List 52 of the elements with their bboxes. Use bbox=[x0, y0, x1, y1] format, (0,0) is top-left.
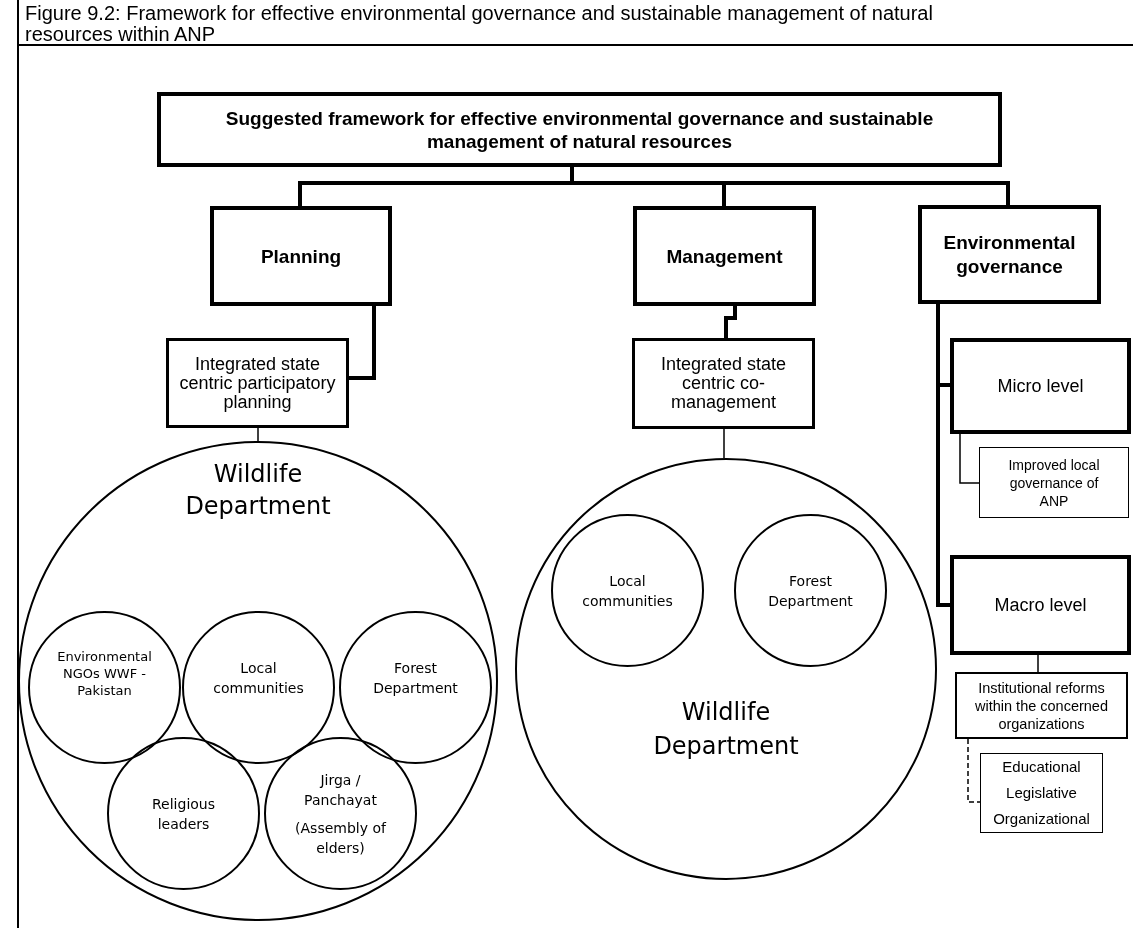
node-label: Improved local governance of ANP bbox=[1007, 455, 1101, 510]
connector-line bbox=[349, 306, 376, 380]
node-label: Environmental governance bbox=[942, 230, 1077, 279]
process-box bbox=[633, 206, 816, 306]
node-label: Environmental NGOs WWF - Pakistan bbox=[56, 648, 153, 699]
node-label: Integrated state centric co-management bbox=[659, 355, 788, 412]
node-label: Religious leaders bbox=[151, 794, 216, 834]
node-label: Forest Department bbox=[372, 658, 459, 698]
connector-line bbox=[570, 167, 1010, 205]
circle bbox=[515, 458, 937, 880]
circle bbox=[734, 514, 887, 667]
connector-line bbox=[724, 306, 737, 338]
circle bbox=[182, 611, 335, 764]
node-label: Integrated state centric participatory planning bbox=[178, 354, 337, 412]
node-label: Educational bbox=[1002, 758, 1081, 776]
process-box bbox=[632, 338, 815, 429]
node-label: Wildlife Department bbox=[184, 459, 332, 522]
circle bbox=[18, 441, 498, 921]
node-label: Jirga / Panchayat bbox=[303, 770, 378, 810]
node-label: Planning bbox=[260, 244, 342, 268]
figure-title: Figure 9.2: Framework for effective environmental governance and sustainable management of natural resources within ANP bbox=[25, 3, 934, 45]
circle bbox=[339, 611, 492, 764]
process-box bbox=[157, 92, 1002, 167]
process-box bbox=[950, 338, 1131, 434]
node-label: Local communities bbox=[581, 571, 674, 611]
node-label: Legislative bbox=[1006, 784, 1077, 802]
node-label: Organizational bbox=[993, 810, 1090, 828]
process-box bbox=[979, 447, 1129, 518]
node-label: (Assembly of elders) bbox=[294, 818, 388, 858]
node-label: Micro level bbox=[997, 375, 1084, 397]
dashed-connector bbox=[967, 738, 981, 803]
connector-line bbox=[959, 433, 980, 484]
circle bbox=[551, 514, 704, 667]
process-box bbox=[955, 672, 1128, 739]
process-box bbox=[210, 206, 392, 306]
connector-line bbox=[1037, 654, 1039, 673]
circle bbox=[264, 737, 417, 890]
process-box bbox=[980, 753, 1103, 833]
node-label: Local communities bbox=[212, 658, 305, 698]
circle bbox=[28, 611, 181, 764]
process-box bbox=[918, 205, 1101, 304]
process-box bbox=[950, 555, 1131, 655]
connector-line bbox=[723, 428, 725, 459]
process-box bbox=[166, 338, 349, 428]
node-label: Suggested framework for effective environmental governance and sustainable management of natural resources bbox=[224, 106, 935, 153]
connector-line bbox=[257, 427, 259, 442]
node-label: Forest Department bbox=[767, 571, 854, 611]
circle bbox=[107, 737, 260, 890]
node-label: Management bbox=[666, 244, 783, 268]
node-label: Wildlife Department bbox=[652, 697, 800, 762]
node-label: Macro level bbox=[994, 594, 1087, 616]
node-label: Institutional reforms within the concerned organizations bbox=[974, 678, 1109, 733]
